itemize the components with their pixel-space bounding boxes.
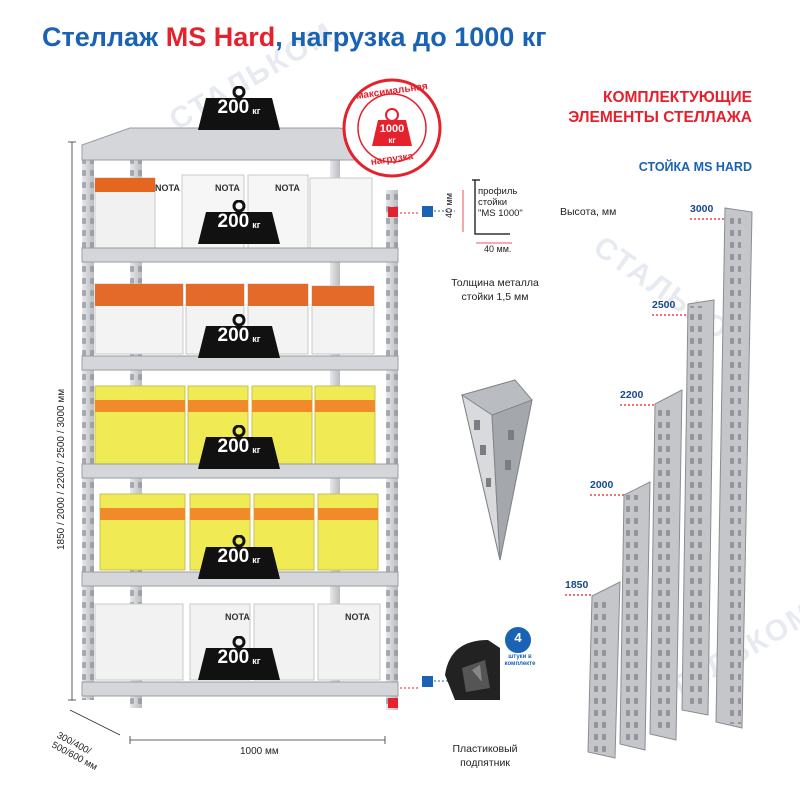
foot-badge-count: 4	[514, 630, 522, 645]
boxes-shelf-2	[94, 283, 375, 355]
box-brand-label: NOTA	[345, 612, 370, 622]
title-model: MS Hard	[165, 22, 276, 52]
components-heading-line2: ЭЛЕМЕНТЫ СТЕЛЛАЖА	[568, 109, 752, 126]
max-load-badge	[342, 78, 442, 178]
height-3000: 3000	[690, 203, 714, 215]
height-1850: 1850	[565, 579, 589, 591]
max-badge-unit: кг	[388, 136, 396, 145]
height-label: Высота, мм	[560, 206, 617, 218]
title-part1: Стеллаж	[42, 22, 166, 52]
box-brand-label: NOTA	[275, 183, 300, 193]
foot-label: Пластиковый подпятник	[440, 742, 530, 770]
weight-shelf-1-unit: кг	[252, 220, 261, 230]
post-perspective	[461, 379, 533, 561]
height-2000: 2000	[590, 479, 614, 491]
profile-dim-vertical: 40 мм	[444, 193, 454, 218]
boxes-shelf-1	[94, 174, 373, 249]
boxes-shelf-5	[94, 603, 381, 681]
page-title: Стеллаж MS Hard, нагрузка до 1000 кг	[42, 22, 547, 53]
dimension-width-label: 1000 мм	[240, 746, 279, 757]
weight-shelf-2-unit: кг	[252, 334, 261, 344]
weight-shelf-1-value: 200	[217, 211, 250, 232]
foot-line1: Пластиковый	[452, 743, 518, 755]
components-heading: КОМПЛЕКТУЮЩИЕ ЭЛЕМЕНТЫ СТЕЛЛАЖА	[540, 88, 752, 128]
weight-shelf-5-value: 200	[217, 647, 250, 668]
foot-badge-text: штуки в комплекте	[504, 654, 536, 667]
max-badge-value: 1000 кг	[374, 124, 410, 146]
dimension-lines	[68, 141, 386, 744]
uprights	[587, 207, 753, 759]
profile-cross-section	[472, 179, 510, 235]
box-brand-label: NOTA	[215, 183, 240, 193]
weight-top-unit: кг	[252, 106, 261, 116]
thickness-label: Толщина металла стойки 1,5 мм	[440, 276, 550, 304]
boxes-shelf-3	[94, 385, 376, 465]
weight-shelf-2-value: 200	[217, 325, 250, 346]
height-2500: 2500	[652, 299, 676, 311]
components-heading-line1: КОМПЛЕКТУЮЩИЕ	[603, 89, 752, 106]
weight-shelf-3-value: 200	[217, 436, 250, 457]
profile-label: профиль стойки "MS 1000"	[478, 186, 523, 219]
weight-shelf-4-unit: кг	[252, 555, 261, 565]
weight-top-value: 200	[217, 97, 250, 118]
box-brand-label: NOTA	[155, 183, 180, 193]
thickness-line2: стойки 1,5 мм	[461, 291, 529, 303]
thickness-line1: Толщина металла	[451, 277, 539, 289]
post-heading: СТОЙКА MS HARD	[638, 160, 752, 174]
dimension-vertical-label: 1850 / 2000 / 2200 / 2500 / 3000 мм	[56, 388, 67, 550]
foot-line2: подпятник	[460, 757, 510, 769]
title-part3: , нагрузка до 1000 кг	[275, 22, 547, 52]
weight-shelf-3-unit: кг	[252, 445, 261, 455]
weight-shelf-5-unit: кг	[252, 656, 261, 666]
weight-shelf-4-value: 200	[217, 546, 250, 567]
profile-line2: стойки	[478, 197, 508, 208]
profile-line1: профиль	[478, 186, 518, 197]
plastic-foot	[445, 640, 500, 700]
profile-line3: "MS 1000"	[478, 208, 523, 219]
max-badge-number: 1000	[379, 123, 405, 135]
boxes-shelf-4	[99, 493, 379, 571]
box-brand-label: NOTA	[225, 612, 250, 622]
profile-dim-horizontal: 40 мм.	[484, 244, 512, 254]
height-2200: 2200	[620, 389, 644, 401]
